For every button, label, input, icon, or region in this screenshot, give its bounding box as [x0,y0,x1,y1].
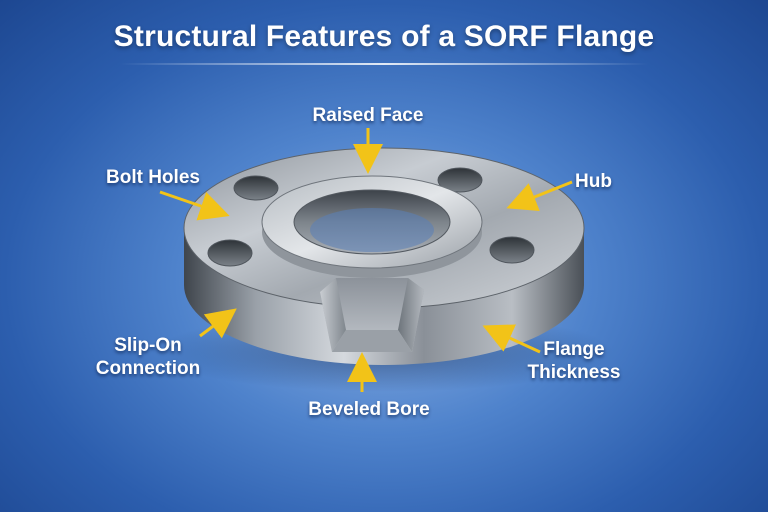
label-slip-on-line1: Slip-On [114,335,182,356]
arrow-hub [506,180,573,212]
label-flange-thickness-line1: Flange [543,339,605,360]
leader-arrows [159,128,573,392]
label-beveled-bore: Beveled Bore [308,399,430,420]
bolt-hole [207,239,253,267]
bevel-surface [332,330,412,352]
label-bolt-holes: Bolt Holes [106,167,200,188]
label-slip-on-line2: Connection [95,358,201,379]
bolt-hole [233,175,279,201]
arrow-bolt-holes [159,190,230,221]
bolt-hole [437,167,483,193]
label-slip-on-connection: Slip-On Connection [88,334,208,380]
arrow-slip-on [199,308,237,339]
bolt-hole [489,236,535,264]
label-flange-thickness: Flange Thickness [518,338,630,384]
cutaway-wall-left [320,278,346,352]
label-raised-face: Raised Face [312,105,424,126]
label-flange-thickness-line2: Thickness [527,362,621,383]
bore-inner [310,208,434,252]
label-hub: Hub [575,171,612,192]
bolt-hole-group [207,167,535,267]
cutaway-wall-right [398,278,424,352]
diagram-title: Structural Features of a SORF Flange [113,20,655,53]
title-divider [120,63,648,65]
arrow-flange-thickness [482,324,541,354]
